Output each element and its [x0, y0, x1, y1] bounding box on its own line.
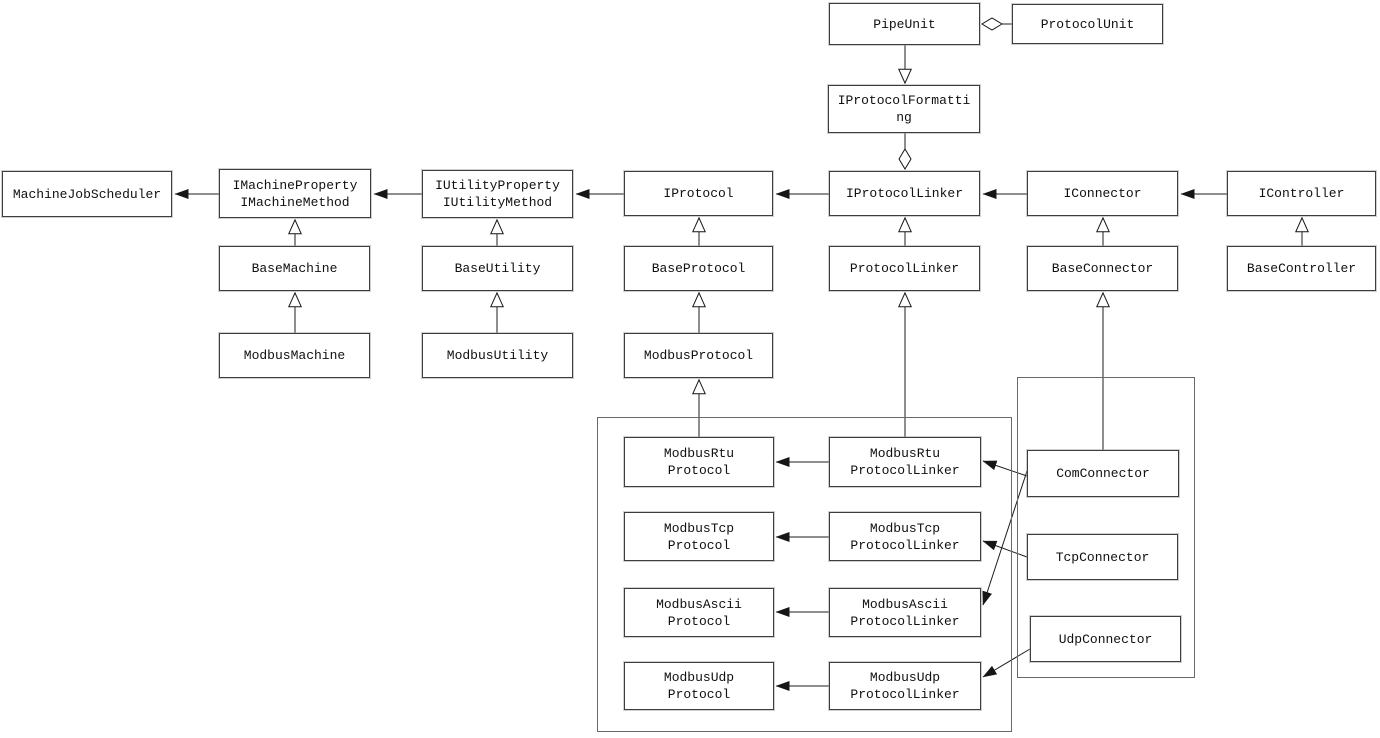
node-modbus-tcp-protocol-linker: ModbusTcp ProtocolLinker — [829, 512, 981, 561]
node-base-utility: BaseUtility — [422, 246, 573, 291]
group-modbus-protocol-group — [597, 417, 1012, 732]
node-iprotocol-linker: IProtocolLinker — [829, 171, 980, 216]
edge-tcpconnector-to-modbustcpprotocollinker — [982, 540, 1028, 558]
node-protocol-linker: ProtocolLinker — [829, 246, 980, 291]
node-udp-connector: UdpConnector — [1030, 616, 1181, 662]
node-com-connector: ComConnector — [1027, 450, 1179, 497]
node-protocol-unit: ProtocolUnit — [1012, 4, 1163, 44]
node-imachine-property: IMachineProperty IMachineMethod — [219, 169, 371, 218]
node-modbus-udp-protocol-linker: ModbusUdp ProtocolLinker — [829, 662, 981, 710]
node-tcp-connector: TcpConnector — [1027, 534, 1178, 580]
node-base-connector: BaseConnector — [1027, 246, 1178, 291]
node-machine-job-scheduler: MachineJobScheduler — [2, 171, 172, 217]
node-modbus-udp-protocol: ModbusUdp Protocol — [624, 662, 774, 710]
node-base-controller: BaseController — [1227, 246, 1376, 291]
edge-comconnector-to-modbusrtuprotocollinker — [982, 460, 1028, 477]
node-modbus-protocol: ModbusProtocol — [624, 333, 773, 378]
node-modbus-utility: ModbusUtility — [422, 333, 573, 378]
edge-udpconnector-to-modbusudpprotocollinker — [982, 648, 1031, 678]
node-base-protocol: BaseProtocol — [624, 246, 773, 291]
node-iutility-property: IUtilityProperty IUtilityMethod — [422, 170, 573, 218]
node-icontroller: IController — [1227, 171, 1376, 216]
node-pipe-unit: PipeUnit — [829, 3, 980, 45]
node-modbus-tcp-protocol: ModbusTcp Protocol — [624, 512, 774, 561]
node-modbus-machine: ModbusMachine — [219, 333, 370, 378]
node-iprotocol-formatting: IProtocolFormatti ng — [828, 85, 980, 133]
group-connector-group — [1017, 377, 1195, 678]
node-base-machine: BaseMachine — [219, 246, 370, 291]
node-modbus-ascii-protocol: ModbusAscii Protocol — [624, 588, 774, 637]
edge-comconnector-to-modbusasciiprotocollinker — [982, 470, 1028, 606]
node-iprotocol: IProtocol — [624, 171, 773, 216]
node-modbus-rtu-protocol-linker: ModbusRtu ProtocolLinker — [829, 437, 981, 487]
node-modbus-rtu-protocol: ModbusRtu Protocol — [624, 437, 774, 487]
node-modbus-ascii-protocol-linker: ModbusAscii ProtocolLinker — [829, 588, 981, 637]
node-iconnector: IConnector — [1027, 171, 1178, 216]
